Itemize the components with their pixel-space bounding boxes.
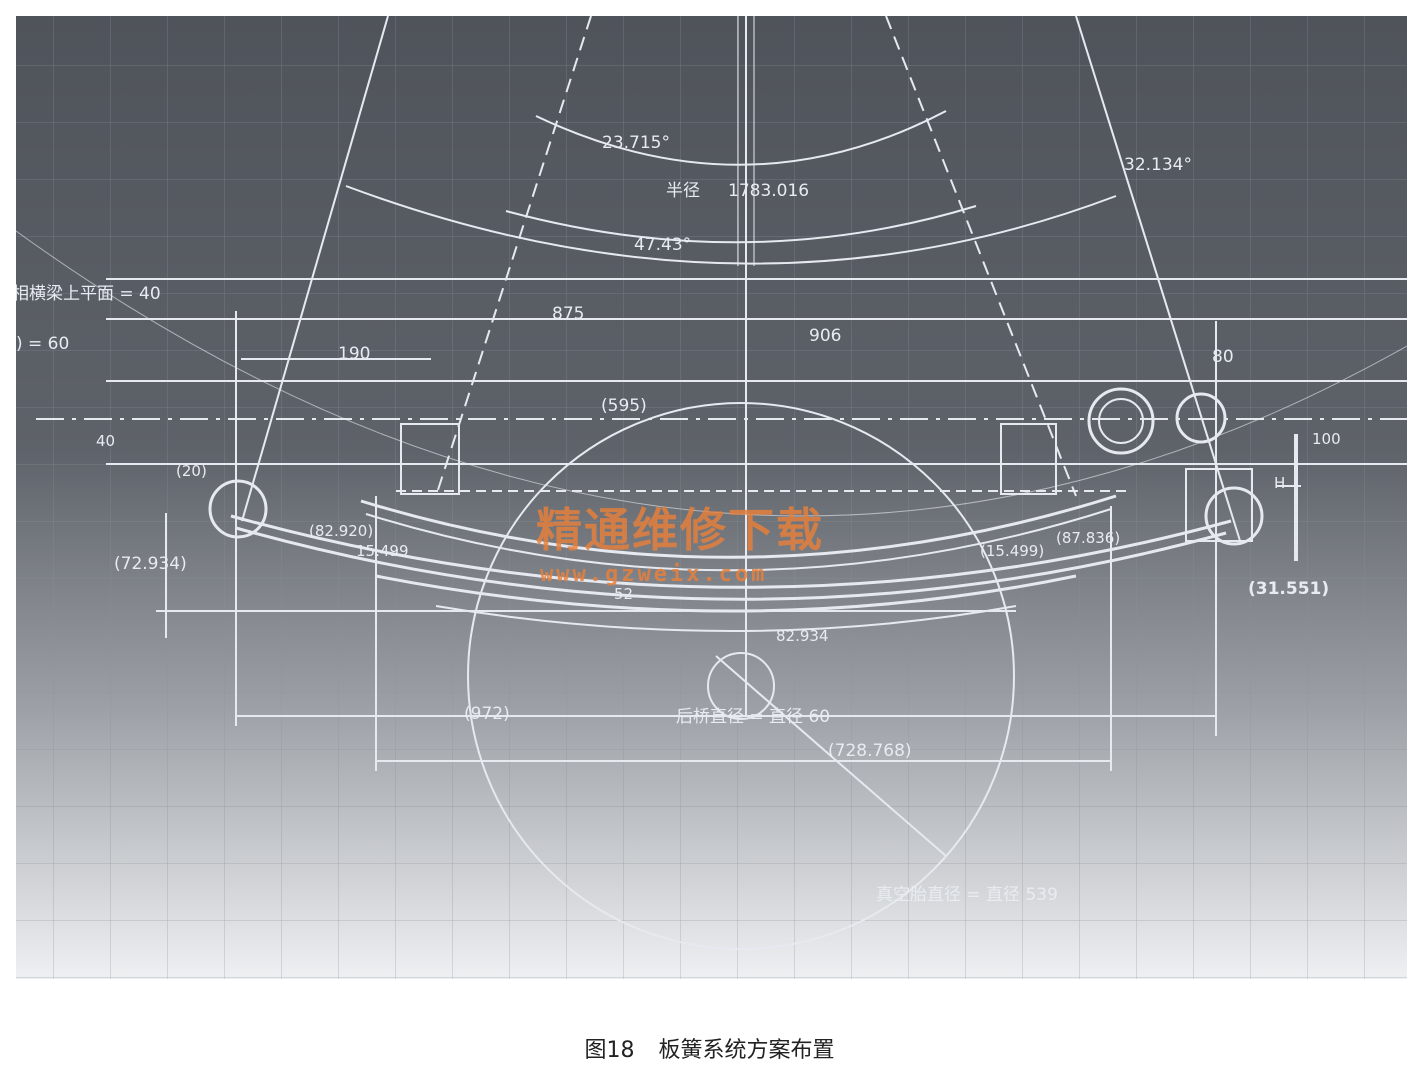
label-angle-upper: 23.715° <box>602 133 670 153</box>
label-31551: (31.551) <box>1248 579 1329 599</box>
label-left-partial: ) = 60 <box>16 334 69 354</box>
label-40: 40 <box>96 432 115 450</box>
label-82920: (82.920) <box>309 522 373 540</box>
label-190: 190 <box>338 344 370 364</box>
label-87836: (87.836) <box>1056 529 1120 547</box>
label-radius-value: 1783.016 <box>728 181 809 201</box>
dimension-labels: 23.715° 半径 1783.016 32.134° 47.43° 相横梁上平… <box>16 133 1341 905</box>
watermark-url: www.gzweix.com <box>540 562 767 587</box>
grid <box>16 16 1407 979</box>
label-72934: (72.934) <box>114 554 187 574</box>
label-906: 906 <box>809 326 841 346</box>
watermark: 精通维修下载 www.gzweix.com <box>536 503 824 587</box>
caption-title: 板簧系统方案布置 <box>658 1038 835 1063</box>
label-20: (20) <box>176 462 207 480</box>
drawing-lines <box>16 16 1407 950</box>
label-100: 100 <box>1312 430 1341 448</box>
cad-drawing: 23.715° 半径 1783.016 32.134° 47.43° 相横梁上平… <box>16 16 1407 979</box>
caption-figure-number: 图18 <box>584 1038 635 1063</box>
label-80: 80 <box>1212 347 1234 367</box>
label-crossbeam: 相横梁上平面 = 40 <box>16 284 161 304</box>
label-h: H <box>1274 474 1285 492</box>
label-radius-word: 半径 <box>666 181 700 201</box>
label-tire-diameter: 真空胎直径 = 直径 539 <box>876 885 1058 905</box>
label-15499-left: 15.499 <box>356 542 409 560</box>
label-angle-mid: 47.43° <box>634 235 691 255</box>
label-52: 52 <box>614 585 633 603</box>
label-82934: 82.934 <box>776 627 829 645</box>
label-972: (972) <box>464 704 510 724</box>
label-15499-right: (15.499) <box>980 542 1044 560</box>
label-angle-right: 32.134° <box>1124 155 1192 175</box>
label-axle-diameter: 后桥直径 = 直径 60 <box>676 707 830 727</box>
watermark-cn: 精通维修下载 <box>536 503 824 557</box>
figure-caption: 图18 板簧系统方案布置 <box>0 1032 1419 1064</box>
label-595: (595) <box>601 396 647 416</box>
label-728768: (728.768) <box>828 741 912 761</box>
label-875: 875 <box>552 304 584 324</box>
